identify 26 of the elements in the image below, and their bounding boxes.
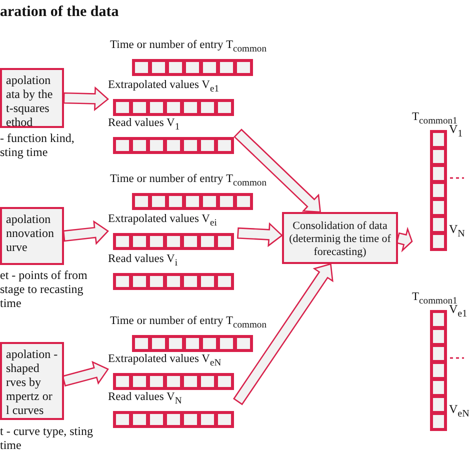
diagram-title: aration of the data	[0, 4, 119, 21]
array-heading: Read values V$_{i}$	[108, 252, 179, 270]
array-heading: Extrapolated values V$_{eN}$	[108, 352, 222, 370]
array-heading: Extrapolated values V$_{ei}$	[108, 212, 218, 230]
method-box: apolation -shaped rves by mpertz or l curves	[0, 342, 64, 420]
array-heading: Extrapolated values V$_{e1}$	[108, 78, 220, 96]
value-label: V$_{N}$	[449, 222, 466, 242]
array-heading: Time or number of entry T$_{common}$	[110, 314, 268, 332]
block-arrow	[233, 263, 334, 406]
block-arrow	[237, 222, 283, 248]
process-box: Consolidation of data (determinig the time of forecasting)	[282, 212, 398, 264]
array-heading: Time or number of entry T$_{common}$	[110, 172, 268, 190]
block-arrow	[234, 128, 322, 213]
block-arrow	[63, 86, 109, 112]
block-arrow	[396, 226, 413, 252]
array-heading: Read values V$_{1}$	[108, 116, 181, 134]
array-heading: Read values V$_{N}$	[108, 390, 183, 408]
block-arrow	[62, 360, 109, 387]
value-label: V$_{eN}$	[449, 402, 470, 422]
array-heading: Time or number of entry T$_{common}$	[110, 38, 268, 56]
note-text: t - curve type, sting time	[0, 424, 94, 452]
block-arrow	[62, 220, 109, 245]
method-box: apolation ata by the t-squares ethod	[0, 68, 64, 128]
note-text: - function kind, sting time	[0, 131, 76, 159]
note-text: et - points of from stage to recasting time	[0, 268, 88, 310]
method-box: apolation nnovation urve	[0, 207, 64, 265]
